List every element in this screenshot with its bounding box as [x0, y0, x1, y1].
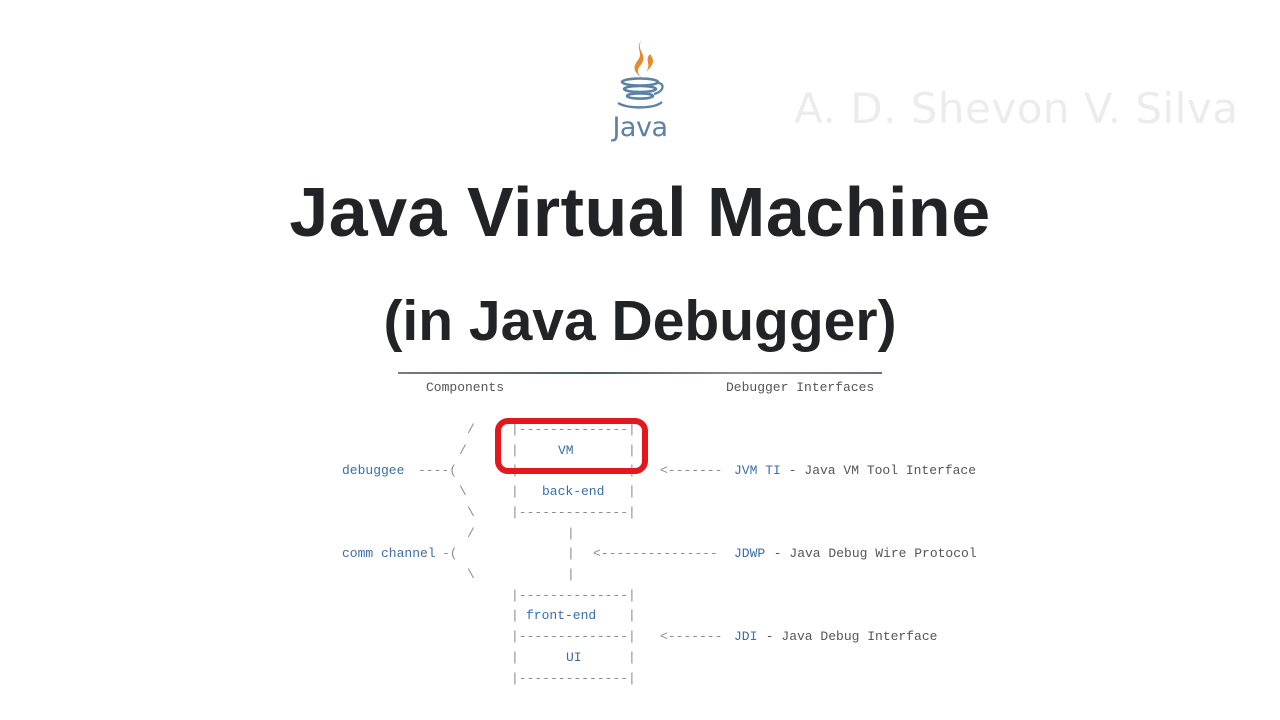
label-comm-channel: comm channel	[342, 546, 436, 561]
box-border: |--------------|	[511, 671, 636, 686]
desc-jvmti: - Java VM Tool Interface	[781, 463, 977, 478]
page-subtitle: (in Java Debugger)	[383, 289, 897, 353]
arrow-jdwp: <---------------	[593, 546, 718, 561]
acronym-jdi: JDI	[734, 629, 758, 644]
desc-jdwp: - Java Debug Wire Protocol	[766, 546, 977, 561]
page-title: Java Virtual Machine	[289, 173, 991, 251]
bracket-slash: /	[459, 443, 467, 458]
box-border: |--------------|	[511, 629, 636, 644]
debuggee-connector: ----(	[418, 463, 458, 478]
divider	[398, 372, 882, 374]
label-front-end: front-end	[526, 608, 597, 623]
bracket-slash: /	[467, 526, 475, 541]
label-debuggee: debuggee	[342, 463, 405, 478]
bracket-backslash: \	[467, 567, 475, 582]
acronym-jvmti: JVM TI	[734, 463, 781, 478]
desc-jdi: - Java Debug Interface	[758, 629, 938, 644]
box-border: |--------------|	[511, 588, 636, 603]
box-border: |--------------|	[511, 505, 636, 520]
label-ui: UI	[566, 650, 582, 665]
header-debugger-interfaces: Debugger Interfaces	[726, 380, 875, 395]
java-coffee-cup-icon	[617, 40, 664, 109]
java-logo: Java	[604, 36, 676, 150]
vm-highlight-box	[495, 418, 648, 474]
acronym-jdwp: JDWP	[734, 546, 766, 561]
box-side: | |	[511, 484, 636, 499]
channel-pipe: |	[567, 546, 575, 561]
author-watermark: A. D. Shevon V. Silva	[794, 84, 1239, 133]
bracket-backslash: \	[467, 505, 475, 520]
box-side: | |	[511, 650, 636, 665]
channel-pipe: |	[567, 567, 575, 582]
box-side: | |	[511, 608, 636, 623]
bracket-backslash: \	[459, 484, 467, 499]
bracket-slash: /	[467, 422, 475, 437]
channel-pipe: |	[567, 526, 575, 541]
comm-connector: -(	[442, 546, 458, 561]
box-side: | |	[511, 443, 636, 458]
box-border: |--------------|	[511, 422, 636, 437]
label-vm: VM	[558, 443, 574, 458]
arrow-jvmti: <-------	[660, 463, 723, 478]
arrow-jdi: <-------	[660, 629, 723, 644]
label-back-end: back-end	[542, 484, 605, 499]
java-logo-text: Java	[612, 112, 668, 143]
header-components: Components	[426, 380, 505, 395]
